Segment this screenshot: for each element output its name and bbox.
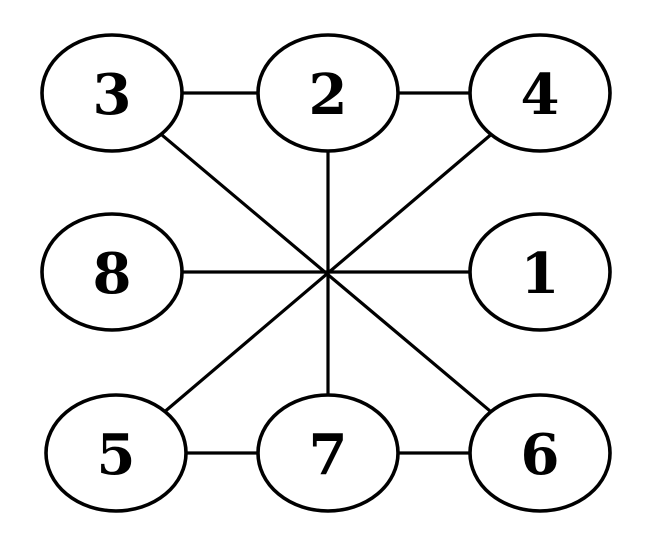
node-1-label: 1	[521, 241, 560, 307]
node-5-label: 5	[97, 422, 136, 488]
node-8: 8	[40, 212, 184, 332]
node-2: 2	[256, 33, 400, 153]
node-3-label: 3	[93, 62, 132, 128]
node-7-circle	[256, 393, 400, 513]
node-layer: 3 2 4 8 1 5 7 6	[40, 33, 612, 513]
node-5-circle	[44, 393, 188, 513]
edge-layer	[159, 91, 493, 455]
node-2-label: 2	[309, 62, 348, 128]
node-4-label: 4	[521, 62, 560, 128]
node-8-label: 8	[93, 241, 132, 307]
node-5: 5	[44, 393, 188, 513]
node-6: 6	[468, 393, 612, 513]
node-3: 3	[40, 33, 184, 153]
node-8-circle	[40, 212, 184, 332]
node-6-circle	[468, 393, 612, 513]
node-3-circle	[40, 33, 184, 153]
node-6-label: 6	[521, 422, 560, 488]
node-7: 7	[256, 393, 400, 513]
node-1-circle	[468, 212, 612, 332]
node-4-circle	[468, 33, 612, 153]
node-4: 4	[468, 33, 612, 153]
node-2-circle	[256, 33, 400, 153]
node-1: 1	[468, 212, 612, 332]
node-7-label: 7	[309, 422, 348, 488]
